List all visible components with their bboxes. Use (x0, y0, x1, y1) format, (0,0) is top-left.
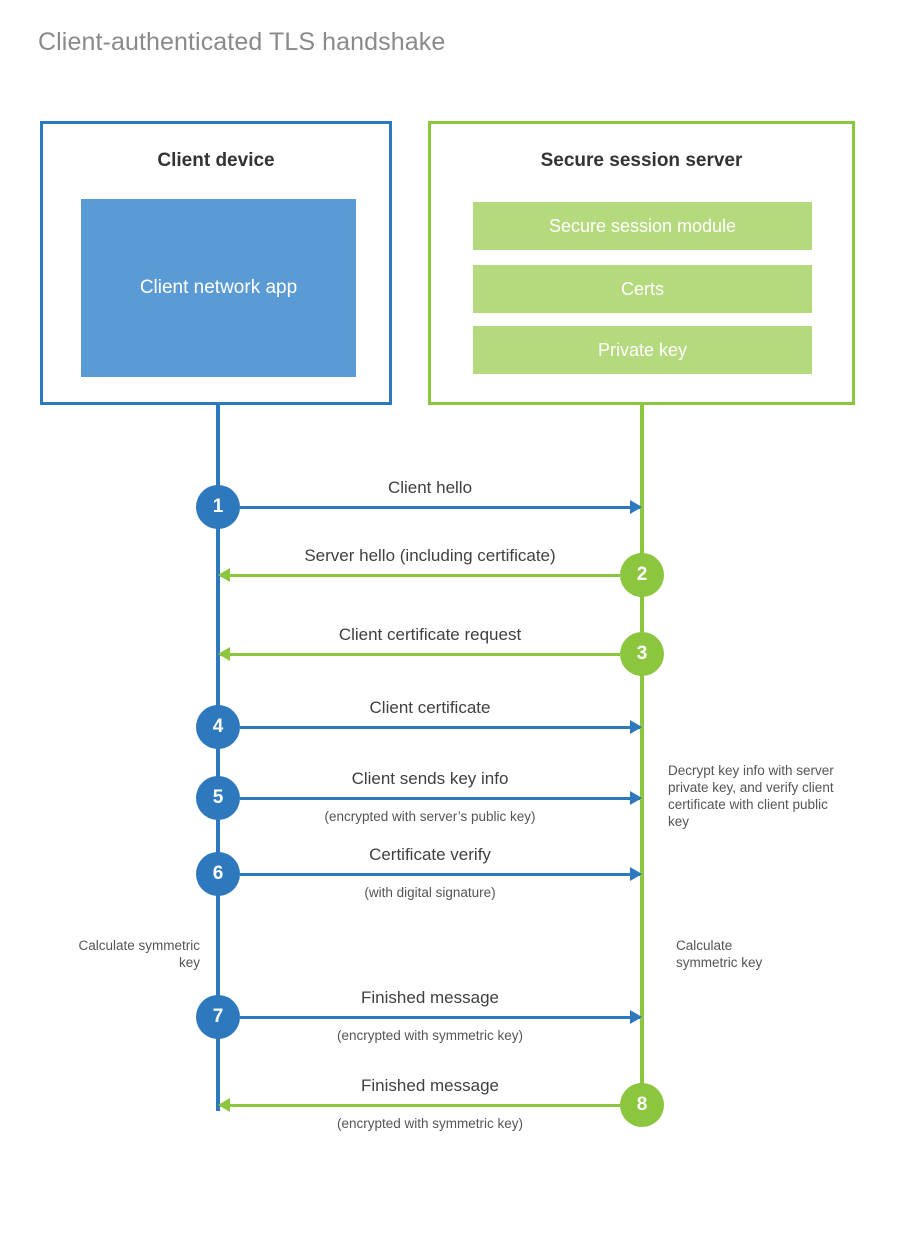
arrow-head-step-2 (218, 568, 230, 582)
arrow-line-step-3 (220, 653, 620, 656)
arrow-head-step-4 (630, 720, 642, 734)
arrow-head-step-7 (630, 1010, 642, 1024)
server-component-private-key: Private key (473, 326, 812, 374)
step-circle-8[interactable]: 8 (620, 1083, 664, 1127)
message-sublabel-step-7: (encrypted with symmetric key) (336, 1028, 524, 1043)
arrow-line-step-8 (220, 1104, 620, 1107)
arrow-line-step-4 (240, 726, 640, 729)
client-network-app-block: Client network app (81, 199, 356, 377)
message-label-step-2: Server hello (including certificate) (304, 546, 556, 565)
message-label-step-8: Finished message (361, 1076, 499, 1095)
note-client-calculate-symmetric-key: Calculate symmetric key (78, 938, 200, 970)
message-label-step-7: Finished message (361, 988, 499, 1007)
arrow-head-step-3 (218, 647, 230, 661)
message-label-step-5: Client sends key info (351, 769, 509, 788)
message-label-step-4: Client certificate (369, 698, 491, 717)
client-device-title: Client device (157, 150, 275, 171)
step-circle-5[interactable]: 5 (196, 776, 240, 820)
step-circle-2[interactable]: 2 (620, 553, 664, 597)
arrow-line-step-6 (240, 873, 640, 876)
server-lifeline (640, 403, 644, 1105)
note-server-decrypt: Decrypt key info with server private key… (668, 763, 834, 829)
arrow-head-step-8 (218, 1098, 230, 1112)
step-circle-4[interactable]: 4 (196, 705, 240, 749)
step-circle-3[interactable]: 3 (620, 632, 664, 676)
client-lifeline (216, 403, 220, 1111)
arrow-line-step-2 (220, 574, 620, 577)
step-circle-6[interactable]: 6 (196, 852, 240, 896)
arrow-line-step-7 (240, 1016, 640, 1019)
message-label-step-1: Client hello (387, 478, 473, 497)
client-device-box: Client device Client network app (40, 121, 392, 405)
message-sublabel-step-8: (encrypted with symmetric key) (336, 1116, 524, 1131)
page-title: Client-authenticated TLS handshake (38, 28, 446, 56)
note-server-calculate-symmetric-key: Calculate symmetric key (676, 938, 763, 970)
message-sublabel-step-5: (encrypted with server’s public key) (324, 809, 536, 824)
message-label-step-6: Certificate verify (369, 845, 491, 864)
message-sublabel-step-6: (with digital signature) (364, 885, 496, 900)
step-circle-1[interactable]: 1 (196, 485, 240, 529)
arrow-line-step-1 (240, 506, 640, 509)
arrow-head-step-1 (630, 500, 642, 514)
step-circle-7[interactable]: 7 (196, 995, 240, 1039)
secure-session-server-box: Secure session server Secure session mod… (428, 121, 855, 405)
server-component-secure-session-module: Secure session module (473, 202, 812, 250)
arrow-head-step-5 (630, 791, 642, 805)
server-component-certs: Certs (473, 265, 812, 313)
arrow-head-step-6 (630, 867, 642, 881)
arrow-line-step-5 (240, 797, 640, 800)
message-label-step-3: Client certificate request (338, 625, 522, 644)
secure-session-server-title: Secure session server (540, 150, 743, 171)
